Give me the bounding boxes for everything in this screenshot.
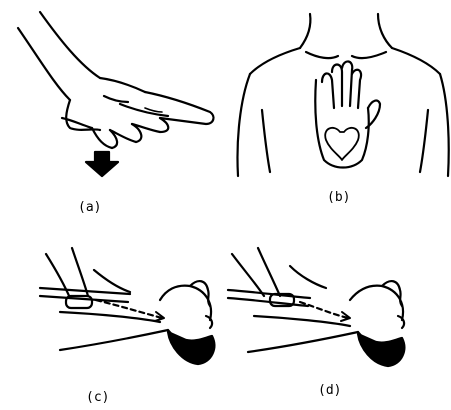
down-arrow-icon: [86, 152, 118, 176]
panel-a-hand-press: [18, 12, 213, 148]
panel-c-side-compression: [40, 248, 214, 364]
heart-icon: [325, 128, 359, 160]
caption-b: (b): [327, 190, 350, 205]
panel-d-side-compression: [228, 248, 404, 366]
caption-d: (d): [318, 383, 341, 398]
caption-c: (c): [86, 390, 109, 405]
panel-b-torso-hand: [238, 14, 449, 176]
caption-a: (a): [78, 200, 101, 215]
